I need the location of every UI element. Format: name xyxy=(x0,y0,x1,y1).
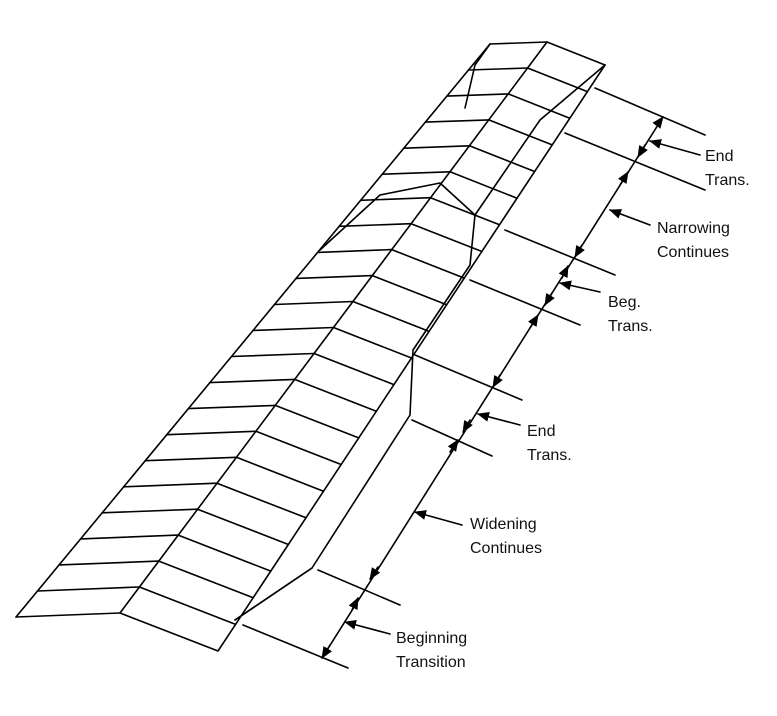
label-beginning-line1: Beginning xyxy=(396,630,467,647)
cross-line-left xyxy=(381,171,451,175)
dim-arrow-1 xyxy=(652,116,664,129)
left-inner-taper xyxy=(464,43,491,109)
cross-line-right xyxy=(526,67,589,93)
cross-line-right xyxy=(255,430,342,466)
label-narrowing-line2: Continues xyxy=(657,244,729,261)
cross-line-left xyxy=(316,248,393,254)
cross-line-left xyxy=(467,67,529,71)
label-narrowing-line1: Narrowing xyxy=(657,220,730,237)
dim-arrow-8 xyxy=(492,374,503,388)
dim-arrow-13 xyxy=(321,644,333,659)
lane-edge-line xyxy=(119,64,606,652)
extension-line-5 xyxy=(414,354,523,401)
cross-line-right xyxy=(487,119,554,146)
cross-line-left xyxy=(36,586,141,592)
cross-line-right xyxy=(410,222,483,253)
cross-line-left xyxy=(402,145,471,149)
cross-line-left xyxy=(273,300,354,306)
label-beginning-line2: Transition xyxy=(396,654,466,671)
dimension-lines xyxy=(242,87,706,669)
dim-arrow-4 xyxy=(574,244,585,258)
dim-arrow-5 xyxy=(558,265,569,279)
cross-line-right xyxy=(332,326,413,359)
cross-line-left xyxy=(79,534,179,540)
cross-line-right xyxy=(177,534,272,572)
cross-line-left xyxy=(295,274,374,280)
cross-line-left xyxy=(424,119,490,123)
cross-line-right xyxy=(507,93,571,120)
cross-line-left xyxy=(446,93,510,97)
cross-line-right xyxy=(274,404,360,439)
label-end-trans-mid-line1: End xyxy=(527,423,555,440)
cross-line-left xyxy=(187,404,277,410)
cross-line-left xyxy=(230,352,315,358)
label-widening-line2: Continues xyxy=(470,540,542,557)
extension-line-8 xyxy=(242,624,349,669)
dim-arrow-2 xyxy=(637,144,648,158)
dim-arrow-6 xyxy=(544,292,555,306)
cross-line-right xyxy=(158,560,254,599)
cross-line-right xyxy=(196,508,290,546)
left-bottom-edge xyxy=(15,612,121,618)
extension-line-7 xyxy=(317,569,401,606)
roadway-structure xyxy=(15,41,606,652)
cross-line-left xyxy=(58,560,160,566)
cross-line-right xyxy=(449,171,518,199)
extension-line-4 xyxy=(469,279,581,326)
cross-line-right xyxy=(235,456,325,493)
cross-line-left xyxy=(359,196,432,202)
cross-line-left xyxy=(338,222,412,228)
leader-narrowing xyxy=(609,209,651,226)
dim-arrow-7 xyxy=(527,314,539,329)
leader-beg-trans xyxy=(559,280,601,293)
leader-end-trans-top xyxy=(649,139,701,156)
dim-arrow-11 xyxy=(369,566,381,580)
dim-arrow-12 xyxy=(348,597,359,611)
taper-line-top xyxy=(319,182,476,251)
cross-line-right xyxy=(352,300,430,333)
extension-line-1 xyxy=(594,87,706,136)
label-beg-trans-line1: Beg. xyxy=(608,294,641,311)
dim-arrow-10 xyxy=(447,439,459,453)
leader-widening xyxy=(414,510,463,526)
label-widening-line1: Widening xyxy=(470,516,537,533)
label-beg-trans-line2: Trans. xyxy=(608,318,653,335)
label-end-trans-mid-line2: Trans. xyxy=(527,447,572,464)
cross-line-left xyxy=(252,326,335,332)
cross-line-right xyxy=(429,196,501,226)
cross-line-left xyxy=(144,456,238,462)
cross-line-right xyxy=(371,274,448,306)
dim-arrow-9 xyxy=(462,419,473,433)
cross-line-right xyxy=(138,586,237,626)
cross-line-right xyxy=(468,145,536,173)
cross-line-right xyxy=(293,378,378,413)
label-end-trans-top-line1: End xyxy=(705,148,733,165)
top-edge xyxy=(489,41,606,66)
cross-line-right xyxy=(313,352,395,386)
cross-line-right xyxy=(390,248,466,279)
cross-line-left xyxy=(166,430,257,436)
extension-line-2 xyxy=(564,132,706,191)
extension-line-3 xyxy=(504,229,616,276)
cross-line-left xyxy=(122,482,218,488)
label-end-trans-top-line2: Trans. xyxy=(705,172,750,189)
taper-line-bottom xyxy=(234,567,313,621)
dim-arrow-3 xyxy=(617,171,629,186)
leader-beginning xyxy=(344,620,391,635)
extension-line-6 xyxy=(411,419,493,457)
cross-section-lines xyxy=(36,67,589,626)
cross-line-left xyxy=(209,378,296,384)
labels: End Trans. Narrowing Continues Beg. Tran… xyxy=(396,148,750,671)
cross-line-right xyxy=(216,482,307,519)
cross-line-left xyxy=(101,508,199,514)
leader-end-trans-mid xyxy=(477,411,521,426)
